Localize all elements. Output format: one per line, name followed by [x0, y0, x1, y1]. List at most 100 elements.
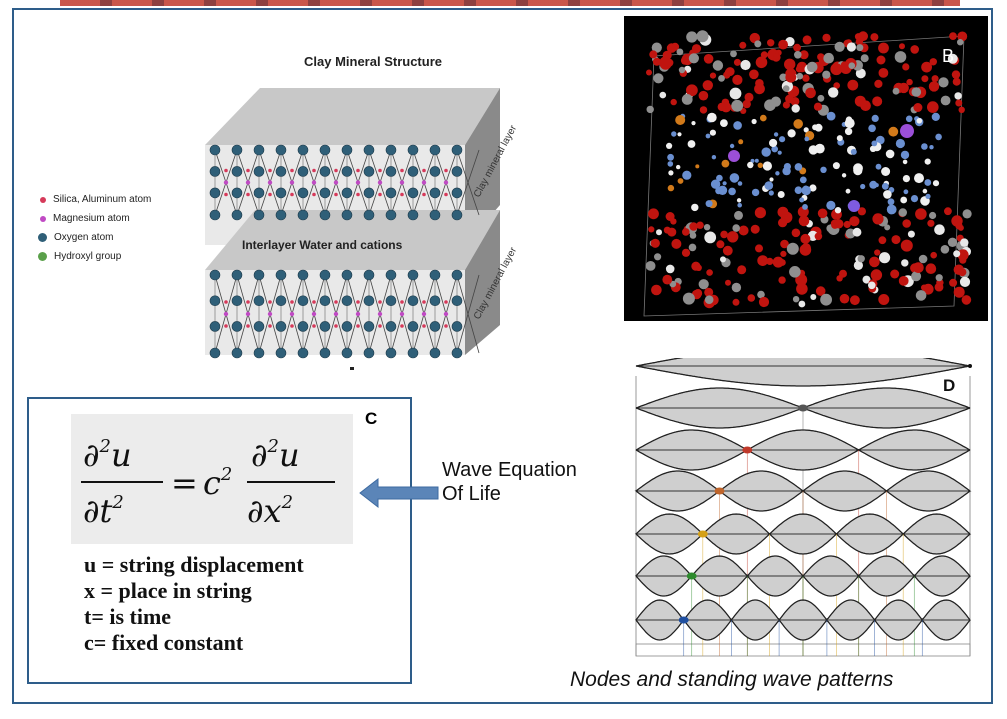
wave-equation-panel: C ∂2u ∂t2 = c2 ∂2u ∂x2 u = string displa…	[27, 397, 412, 684]
organic-atom	[762, 161, 772, 171]
silica-atom	[334, 300, 338, 304]
svg-text:c2: c2	[203, 464, 232, 502]
hydroxyl-dot-icon	[38, 252, 47, 261]
silica-atom	[422, 192, 426, 197]
mineral-atom	[704, 295, 714, 305]
panel-b-label: B	[941, 46, 954, 66]
mineral-atom	[717, 102, 726, 112]
magnesium-atom	[223, 180, 229, 185]
organic-atom	[764, 181, 774, 190]
organic-atom	[793, 119, 803, 129]
mineral-atom	[921, 284, 928, 291]
mineral-atom	[732, 74, 743, 85]
mineral-atom	[702, 80, 713, 91]
clay-structure-diagram: Clay mineral layer Clay mineral layer	[205, 88, 520, 359]
atom-sphere	[275, 209, 287, 221]
mineral-atom	[733, 58, 741, 66]
organic-atom	[916, 118, 923, 124]
mineral-atom	[755, 244, 763, 253]
mineral-atom	[959, 256, 967, 264]
atom-sphere	[341, 144, 353, 156]
organic-atom	[871, 114, 879, 122]
panel-d-label: D	[943, 376, 956, 395]
organic-atom	[709, 129, 716, 136]
atom-sphere	[253, 166, 265, 177]
mineral-atom	[782, 85, 790, 92]
mineral-atom	[649, 50, 658, 59]
organic-atom	[935, 133, 942, 141]
silica-atom	[312, 324, 316, 328]
mineral-atom	[925, 263, 937, 274]
mineral-atom	[692, 44, 701, 54]
organic-atom	[799, 176, 807, 184]
interlayer-label: Interlayer Water and cations	[242, 238, 403, 252]
mineral-atom	[725, 279, 731, 286]
mineral-atom	[732, 298, 740, 306]
organic-atom	[677, 178, 684, 184]
mineral-atom	[754, 40, 762, 48]
organic-atom	[925, 193, 931, 199]
atom-sphere	[319, 295, 331, 307]
atom-sphere	[429, 187, 441, 199]
mineral-atom	[754, 207, 766, 219]
mineral-atom	[671, 238, 682, 249]
mineral-atom	[959, 276, 971, 287]
mineral-atom	[953, 286, 965, 298]
organic-atom	[728, 187, 736, 196]
atom-sphere	[319, 209, 331, 221]
cation-atom	[728, 150, 740, 162]
mineral-atom	[915, 290, 927, 301]
atom-sphere	[275, 347, 287, 359]
magnesium-dot-icon	[40, 215, 46, 222]
atom-sphere	[209, 166, 221, 177]
mineral-atom	[884, 224, 891, 231]
mineral-atom	[878, 68, 889, 78]
organic-atom	[695, 164, 700, 169]
mineral-atom	[940, 245, 950, 254]
organic-atom	[691, 203, 699, 212]
magnesium-atom	[421, 180, 427, 185]
mineral-atom	[833, 82, 840, 89]
mineral-atom	[911, 271, 922, 282]
svg-text:∂2u: ∂2u	[83, 436, 132, 474]
organic-atom	[705, 200, 713, 208]
mineral-atom	[934, 224, 945, 235]
mineral-atom	[698, 90, 709, 101]
magnesium-atom	[443, 311, 449, 317]
mineral-atom	[820, 293, 832, 306]
definition-t: t= is time	[84, 604, 172, 629]
mineral-atom	[839, 269, 847, 278]
legend-item-hydroxyl: Hydroxyl group	[38, 247, 151, 266]
magnesium-atom	[289, 311, 295, 317]
mineral-atom	[670, 98, 677, 106]
mineral-atom	[791, 228, 801, 238]
atom-sphere	[253, 269, 265, 281]
mineral-atom	[772, 256, 784, 268]
organic-atom	[924, 158, 931, 165]
silica-atom	[400, 300, 404, 304]
molecular-render	[643, 30, 972, 317]
organic-atom	[868, 124, 876, 133]
standing-wave-1	[635, 358, 971, 387]
atom-sphere	[429, 295, 441, 307]
atom-sphere	[275, 295, 287, 307]
mineral-atom	[791, 104, 800, 113]
mineral-atom	[902, 63, 910, 71]
organic-atom	[783, 163, 791, 171]
mineral-atom	[689, 222, 698, 231]
organic-atom	[836, 135, 843, 142]
atom-sphere	[231, 321, 243, 332]
node-marker	[798, 404, 808, 412]
mineral-atom	[740, 59, 751, 71]
silica-atom	[290, 324, 294, 328]
mineral-atom	[817, 53, 825, 61]
atom-sphere	[319, 144, 331, 156]
mineral-atom	[730, 50, 737, 58]
organic-atom	[779, 136, 786, 143]
organic-atom	[922, 188, 928, 194]
organic-atom	[775, 171, 780, 176]
mineral-atom	[874, 249, 881, 256]
mineral-atom	[720, 256, 726, 263]
mineral-atom	[822, 33, 831, 42]
mineral-atom	[944, 207, 952, 216]
